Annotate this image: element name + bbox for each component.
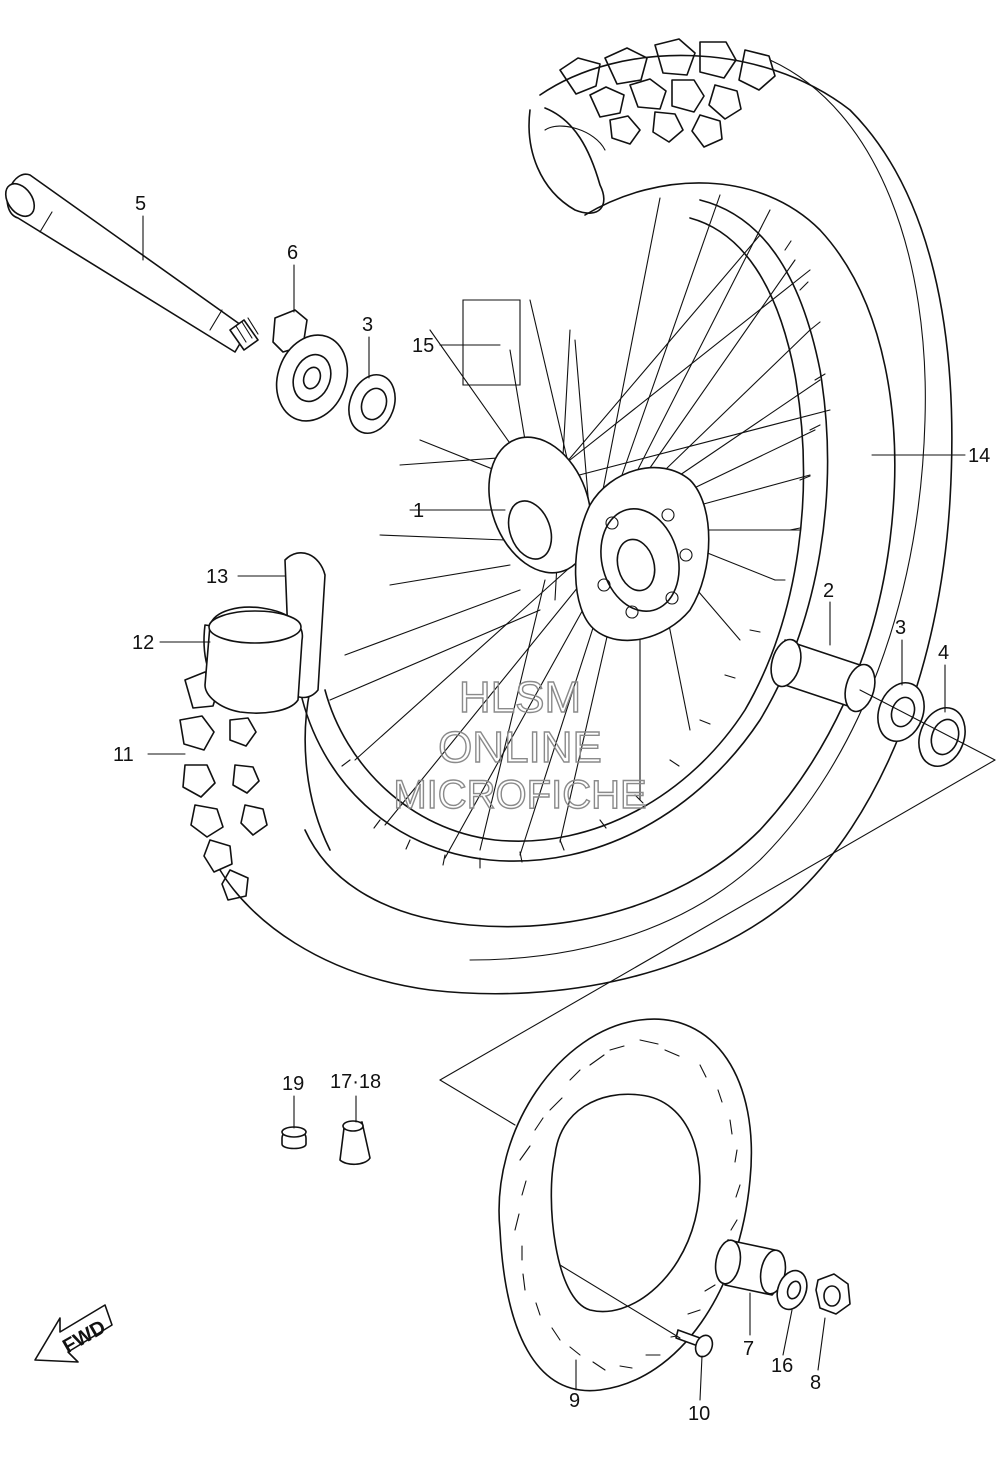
watermark-line2: ONLINE — [438, 723, 602, 772]
watermark: HLSM ONLINE MICROFICHE — [393, 672, 648, 817]
fwd-arrow-icon: FWD — [34, 1304, 113, 1363]
callout-8: 8 — [810, 1372, 821, 1394]
rim — [299, 199, 829, 869]
axle-hardware — [714, 1239, 851, 1315]
callout-12: 12 — [132, 632, 154, 654]
brake-disc — [498, 1018, 753, 1392]
watermark-line3: MICROFICHE — [393, 773, 646, 817]
hub — [488, 436, 710, 642]
callout-5: 5 — [135, 193, 146, 215]
callout-10: 10 — [688, 1403, 710, 1425]
callout-4: 4 — [938, 642, 949, 664]
callout-11: 11 — [113, 744, 134, 766]
callout-15: 15 — [412, 335, 434, 357]
callout-7: 7 — [743, 1338, 754, 1360]
callout-2: 2 — [823, 580, 834, 602]
callout-3b: 3 — [895, 617, 906, 639]
callout-labels: 5 6 3 15 1 14 2 3 4 13 12 11 19 17·18 9 … — [113, 193, 990, 1425]
callout-14: 14 — [968, 445, 990, 467]
callout-leaders — [142, 215, 966, 1401]
assembly-lines — [439, 689, 996, 1339]
callout-3a: 3 — [362, 314, 373, 336]
axle — [4, 173, 259, 353]
callout-13: 13 — [206, 566, 228, 588]
valve-parts — [281, 1120, 371, 1166]
callout-9: 9 — [569, 1390, 580, 1412]
callout-1: 1 — [413, 500, 424, 522]
callout-6: 6 — [287, 242, 298, 264]
callout-17-18: 17·18 — [330, 1071, 381, 1093]
speedometer-gearbox — [272, 309, 349, 422]
watermark-line1: HLSM — [459, 673, 581, 722]
bearing-left — [348, 374, 396, 434]
spokes — [329, 194, 831, 859]
rim-band-and-tube — [204, 551, 326, 714]
callout-19: 19 — [282, 1073, 304, 1095]
callout-16: 16 — [771, 1355, 793, 1377]
